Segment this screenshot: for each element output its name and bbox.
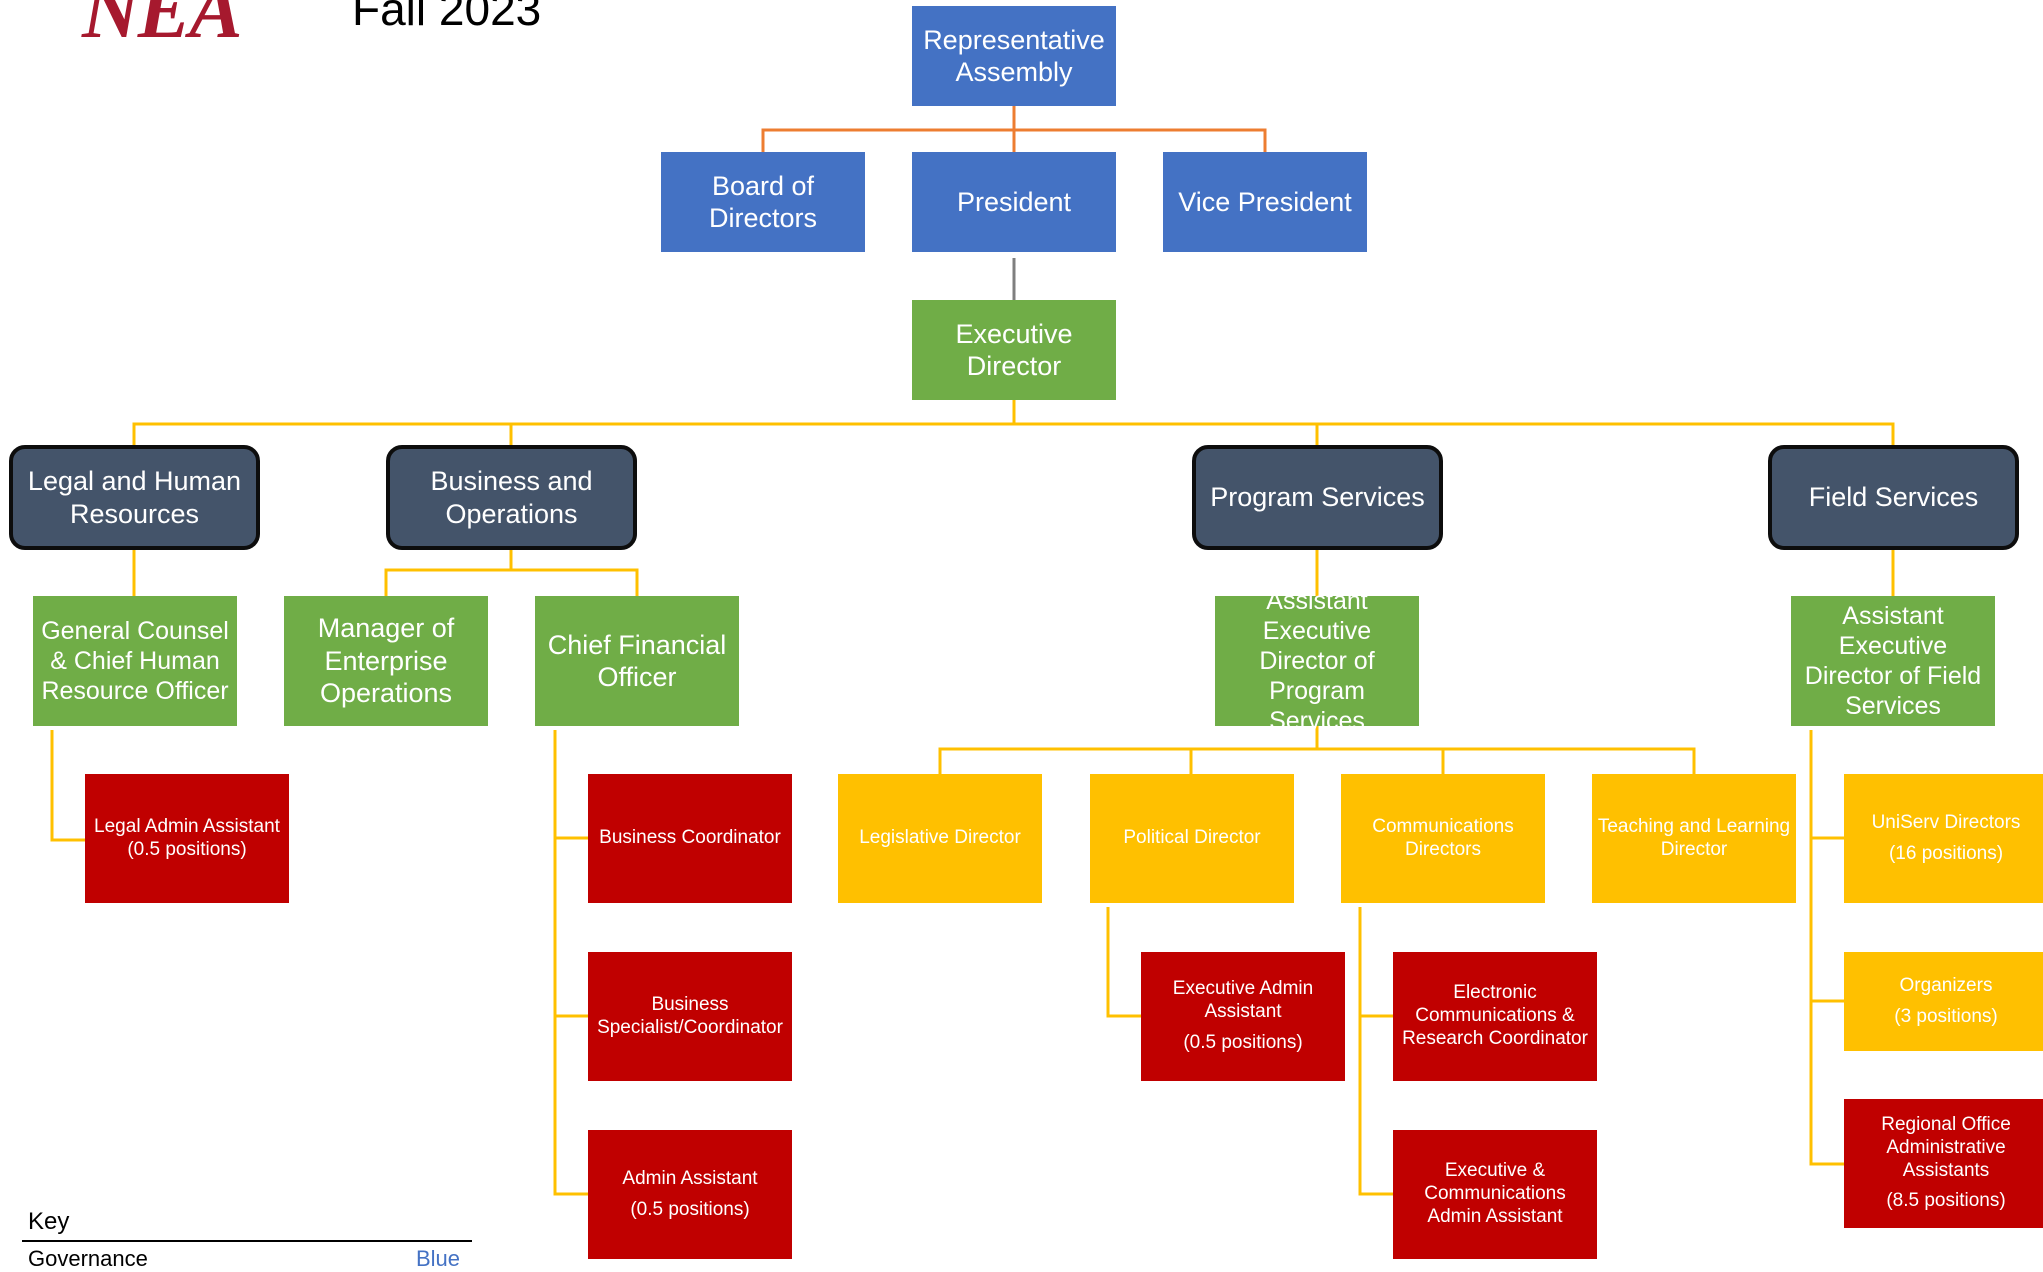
aed-program-services-box: Assistant Executive Director of Program … <box>1215 587 1419 735</box>
key-divider <box>22 1240 472 1242</box>
admin-assistant-positions: (0.5 positions) <box>630 1198 750 1220</box>
representative-assembly-box: Representative Assembly <box>912 6 1116 106</box>
connector-line <box>50 730 85 842</box>
legal-hr-department-box: Legal and Human Resources <box>9 445 260 550</box>
executive-admin-assistant-title: Executive Admin Assistant <box>1172 978 1314 1023</box>
connector-line <box>938 747 1696 774</box>
teaching-learning-director-box: Teaching and Learning Director <box>1592 774 1796 903</box>
nea-logo: NEA <box>82 0 242 55</box>
connector-line <box>1358 907 1393 1196</box>
uniserv-directors-positions: (16 positions) <box>1888 842 2004 864</box>
connector-line <box>384 568 639 596</box>
connector-line <box>553 730 588 1196</box>
regional-office-assistants-box: Regional Office Administrative Assistant… <box>1844 1099 2043 1228</box>
organizers-title: Organizers <box>1899 974 1993 996</box>
executive-admin-assistant-positions: (0.5 positions) <box>1183 1031 1303 1053</box>
aed-field-services-box: Assistant Executive Director of Field Se… <box>1791 596 1995 726</box>
page-subtitle: Fall 2023 <box>352 0 542 35</box>
program-services-department-box: Program Services <box>1192 445 1443 550</box>
uniserv-directors-box: UniServ Directors (16 positions) <box>1844 774 2043 903</box>
regional-office-assistants-title: Regional Office Administrative Assistant… <box>1881 1113 2011 1181</box>
connector-line <box>1809 730 1844 1166</box>
key-row-governance: Governance Blue <box>28 1246 460 1272</box>
political-director-box: Political Director <box>1090 774 1294 903</box>
business-specialist-box: Business Specialist/Coordinator <box>588 952 792 1081</box>
field-services-department-box: Field Services <box>1768 445 2019 550</box>
admin-assistant-box: Admin Assistant (0.5 positions) <box>588 1130 792 1259</box>
chief-financial-officer-box: Chief Financial Officer <box>535 596 739 726</box>
general-counsel-box: General Counsel & Chief Human Resource O… <box>33 596 237 726</box>
key-row-value: Blue <box>415 1246 460 1271</box>
president-box: President <box>912 152 1116 252</box>
admin-assistant-title: Admin Assistant <box>622 1167 758 1189</box>
board-of-directors-box: Board of Directors <box>661 152 865 252</box>
connector-line <box>132 422 1895 445</box>
legislative-director-box: Legislative Director <box>838 774 1042 903</box>
regional-office-assistants-positions: (8.5 positions) <box>1886 1190 2006 1212</box>
connector-line <box>1106 907 1141 1018</box>
vice-president-box: Vice President <box>1163 152 1367 252</box>
communications-directors-box: Communications Directors <box>1341 774 1545 903</box>
executive-director-box: Executive Director <box>912 300 1116 400</box>
electronic-communications-box: Electronic Communications & Research Coo… <box>1393 952 1597 1081</box>
organizers-box: Organizers (3 positions) <box>1844 952 2043 1051</box>
business-operations-department-box: Business and Operations <box>386 445 637 550</box>
manager-enterprise-operations-box: Manager of Enterprise Operations <box>284 596 488 726</box>
key-title: Key <box>28 1208 70 1235</box>
business-coordinator-box: Business Coordinator <box>588 774 792 903</box>
exec-communications-admin-box: Executive & Communications Admin Assista… <box>1393 1130 1597 1259</box>
executive-admin-assistant-box: Executive Admin Assistant (0.5 positions… <box>1141 952 1345 1081</box>
uniserv-directors-title: UniServ Directors <box>1871 811 2021 833</box>
legal-admin-assistant-box: Legal Admin Assistant (0.5 positions) <box>85 774 289 903</box>
organizers-positions: (3 positions) <box>1894 1005 1998 1027</box>
